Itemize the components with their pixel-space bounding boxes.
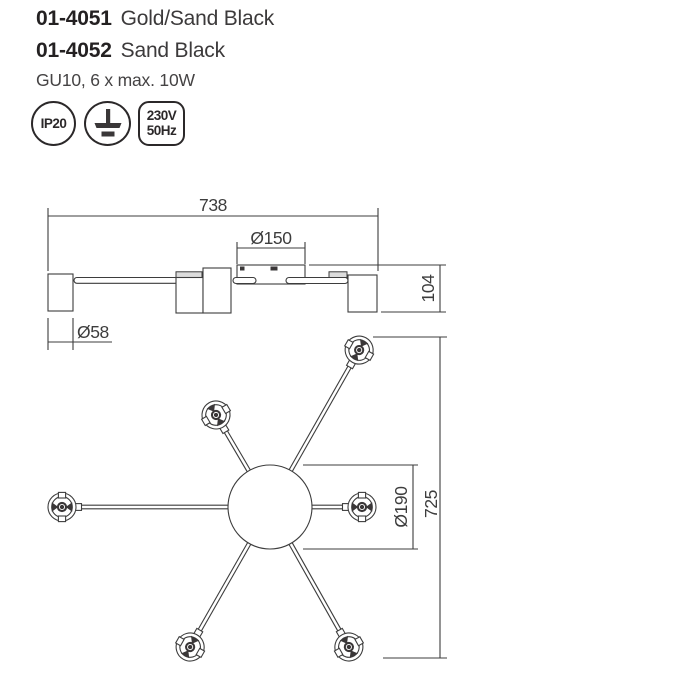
product-code: 01-4052 (36, 39, 112, 62)
voltage-label: 230V (146, 108, 177, 124)
arm-top-left (195, 394, 251, 472)
arm-top-right (288, 330, 380, 472)
arm-bottom-left (169, 542, 252, 667)
arm-bottom-right (288, 542, 370, 667)
ip-rating-label: IP20 (40, 116, 67, 131)
ip-rating-badge: IP20 (31, 101, 76, 146)
dim-overall-width: 738 (199, 195, 227, 215)
product-line-2: 01-4052 Sand Black (36, 39, 225, 63)
product-line-1: 01-4051 Gold/Sand Black (36, 7, 274, 31)
voltage-badge: 230V 50Hz (138, 101, 185, 146)
protective-earth-icon (84, 101, 131, 146)
front-view: 738 Ø150 (47, 195, 446, 350)
lamp-spec: GU10, 6 x max. 10W (36, 70, 195, 90)
plan-view: Ø190 725 (47, 330, 447, 667)
product-code: 01-4051 (36, 7, 112, 30)
arm-left (47, 491, 228, 523)
dim-canopy-front: Ø150 (250, 228, 292, 248)
dim-fixture-height: 104 (418, 274, 438, 303)
dim-spot-diameter: Ø58 (77, 322, 109, 342)
earth-symbol (94, 108, 121, 136)
product-finish: Gold/Sand Black (120, 7, 275, 30)
arm-right (312, 491, 377, 523)
dim-overall-span: 725 (421, 490, 441, 518)
canopy-circle (227, 464, 313, 550)
product-finish: Sand Black (120, 39, 225, 62)
frequency-label: 50Hz (146, 122, 177, 138)
dim-canopy-plan: Ø190 (391, 486, 411, 528)
